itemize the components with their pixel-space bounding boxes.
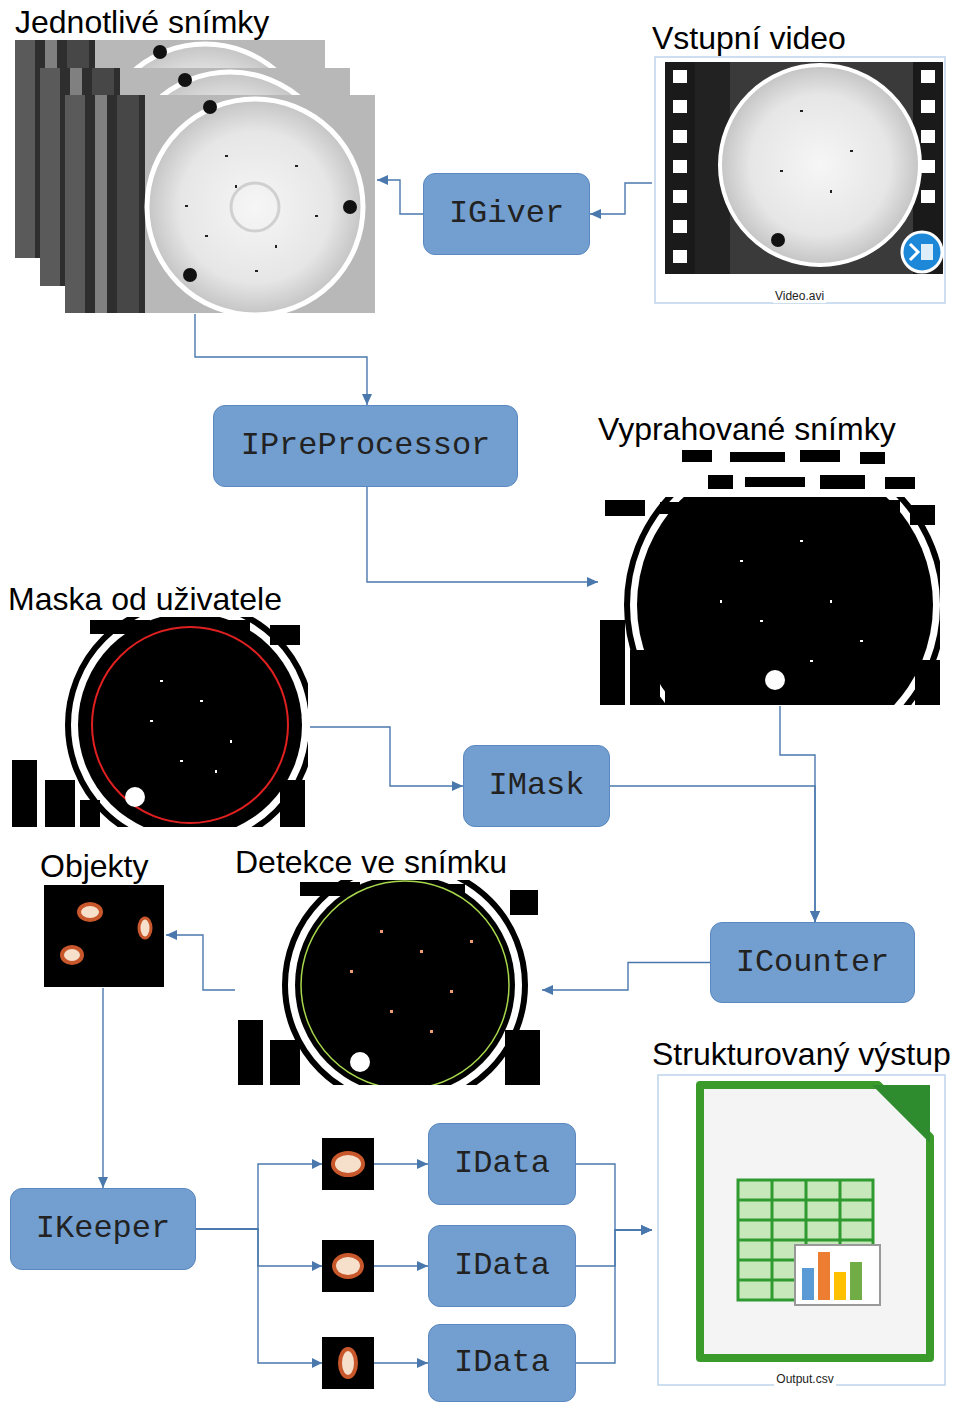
panel-heading: Maska od uživatele xyxy=(8,583,282,617)
frame-stack xyxy=(15,40,375,315)
connector xyxy=(310,727,463,791)
connector xyxy=(610,786,820,922)
file-name: Output.csv xyxy=(774,1372,835,1386)
arrowhead xyxy=(377,175,388,185)
process-box: IGiver xyxy=(423,173,590,255)
panel-heading: Objekty xyxy=(40,850,148,884)
threshold-stack xyxy=(600,447,943,763)
process-box: IData xyxy=(428,1324,576,1402)
image-panel: Detekce ve snímku xyxy=(235,846,542,1086)
box-label: IKeeper xyxy=(36,1211,170,1246)
thumbnail xyxy=(312,1337,374,1389)
connector xyxy=(590,183,652,219)
connector-line xyxy=(542,963,710,991)
connector xyxy=(780,706,820,922)
arrowhead xyxy=(417,1358,428,1368)
image-panel: Jednotlivé snímky xyxy=(15,6,377,314)
box-label: ICounter xyxy=(736,945,890,980)
connector-line xyxy=(166,935,235,990)
box-label: IPreProcessor xyxy=(241,428,491,463)
connector xyxy=(195,314,372,405)
panel-heading: Vyprahované snímky xyxy=(598,413,896,447)
connector-line xyxy=(310,727,463,786)
process-box: IPreProcessor xyxy=(213,405,518,487)
box-label: IGiver xyxy=(449,196,564,231)
connector-line xyxy=(377,180,423,214)
connector-line xyxy=(195,314,367,405)
box-label: IMask xyxy=(488,768,584,803)
connector xyxy=(367,487,598,587)
arrowhead xyxy=(641,1225,652,1235)
connector xyxy=(196,1229,428,1368)
process-box: IData xyxy=(428,1123,576,1205)
connector-line xyxy=(576,1230,652,1363)
connector-line xyxy=(196,1229,428,1363)
connector-line xyxy=(780,706,815,922)
spreadsheet-icon xyxy=(658,1075,945,1385)
connector-line xyxy=(196,1164,428,1229)
image-panel: Vstupní videoVideo.avi xyxy=(652,22,947,305)
connector-line xyxy=(367,487,598,582)
image-panel: Strukturovaný výstupOutput.csv xyxy=(652,1038,958,1388)
detection-image xyxy=(237,865,540,1105)
panel-heading: Jednotlivé snímky xyxy=(15,6,269,40)
process-box: IKeeper xyxy=(10,1188,196,1270)
connector xyxy=(576,1225,652,1363)
arrowhead xyxy=(810,911,820,922)
image-panel: Vyprahované snímky xyxy=(598,413,950,706)
connector xyxy=(98,988,108,1188)
connector xyxy=(576,1225,652,1266)
connector xyxy=(542,963,710,996)
box-label: IData xyxy=(454,1345,550,1380)
box-label: IData xyxy=(454,1248,550,1283)
arrowhead xyxy=(641,1225,652,1235)
connector xyxy=(196,1159,428,1229)
file-name: Video.avi xyxy=(773,289,826,303)
arrowhead xyxy=(810,911,820,922)
box-label: IData xyxy=(454,1146,550,1181)
connector-line xyxy=(610,786,815,922)
connector xyxy=(377,175,423,214)
connector-line xyxy=(576,1164,652,1230)
connector-line xyxy=(196,1229,428,1266)
connector xyxy=(576,1164,652,1235)
panel-heading: Vstupní video xyxy=(652,22,846,56)
process-box: ICounter xyxy=(710,922,915,1003)
connector xyxy=(196,1229,428,1271)
connector-line xyxy=(590,183,652,214)
process-box: IData xyxy=(428,1225,576,1307)
arrowhead xyxy=(417,1159,428,1169)
arrowhead xyxy=(98,1177,108,1188)
arrowhead xyxy=(166,930,177,940)
thumbnail xyxy=(312,1240,374,1292)
frame xyxy=(65,95,375,315)
panel-heading: Strukturovaný výstup xyxy=(652,1038,951,1072)
arrowhead xyxy=(587,577,598,587)
mask-image xyxy=(10,603,312,847)
connector-line xyxy=(576,1230,652,1266)
connector-line xyxy=(102,988,103,1188)
arrowhead xyxy=(417,1261,428,1271)
image-panel: Maska od uživatele xyxy=(8,583,310,828)
video-icon xyxy=(655,57,945,303)
panel-heading: Detekce ve snímku xyxy=(235,846,507,880)
process-box: IMask xyxy=(463,745,610,827)
thumbnail xyxy=(312,1138,374,1190)
arrowhead xyxy=(590,209,601,219)
arrowhead xyxy=(362,394,372,405)
arrowhead xyxy=(452,781,463,791)
arrowhead xyxy=(641,1225,652,1235)
connector xyxy=(166,930,235,990)
arrowhead xyxy=(542,985,553,995)
image-panel: Objekty xyxy=(40,850,166,988)
objects-image xyxy=(44,885,164,987)
